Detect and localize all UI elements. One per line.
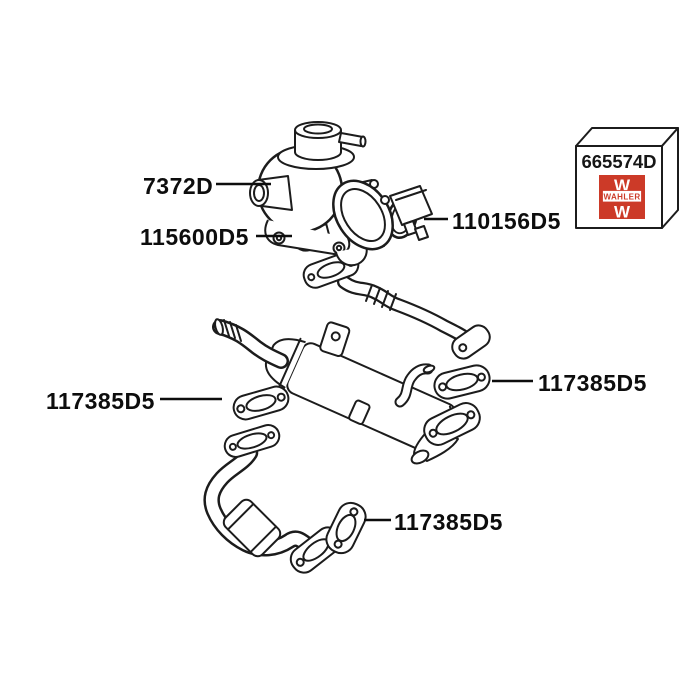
logo-brand-text: WAHLER [603,193,640,202]
callout-o-ring: 110156D5 [452,208,561,234]
cooler-bracket [319,321,351,357]
valve-connector [380,185,433,241]
callout-egr-valve: 7372D [143,173,213,199]
downpipe-gasket-drawing [325,501,367,555]
egr-pipe-upper-drawing [302,251,491,360]
cooler-tab [348,399,371,425]
downpipe-flange-top [223,424,281,458]
logo-w-bottom-icon: W [614,203,631,222]
downpipe-drawing [203,424,343,574]
callout-gasket-right: 117385D5 [538,370,647,396]
wahler-logo: W WAHLER W [599,175,645,222]
pipe-corrugation [365,284,397,311]
cooler-outlet-flange [423,402,481,446]
box-part-number: 665574D [581,151,656,172]
valve-flange-ring [332,179,394,251]
downpipe-sleeve [222,498,282,558]
pipe-upper-flange-right [451,324,491,360]
callout-gasket-bottom: 117385D5 [394,509,503,535]
callout-gasket-left: 117385D5 [46,388,155,414]
egr-cooler-drawing [212,318,481,465]
package-box: 665574D W WAHLER W [575,127,679,229]
egr-valve-drawing [249,121,433,267]
cooler-gasket-left-drawing [232,385,290,421]
cooler-gasket-right-drawing [433,364,491,400]
inlet-pipe-threads [214,318,242,342]
callout-valve-gasket: 115600D5 [140,224,249,250]
